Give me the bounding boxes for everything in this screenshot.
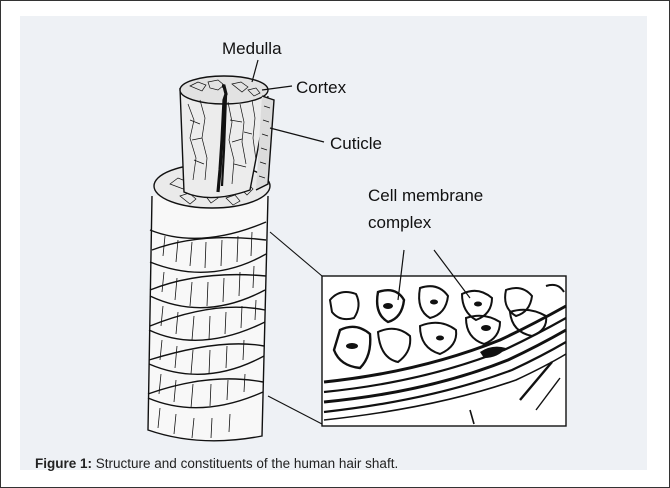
- label-cell-membrane-line1: Cell membrane: [368, 186, 483, 205]
- label-cell-membrane-line2: complex: [368, 213, 432, 232]
- caption-text: Structure and constituents of the human …: [92, 456, 398, 471]
- leader-lines: [252, 60, 470, 300]
- figure-caption: Figure 1: Structure and constituents of …: [35, 456, 398, 471]
- magnified-inset: [322, 276, 566, 426]
- hair-shaft-illustration: [148, 76, 274, 441]
- label-cuticle: Cuticle: [330, 134, 382, 153]
- caption-prefix: Figure 1:: [35, 456, 92, 471]
- label-medulla: Medulla: [222, 39, 282, 58]
- zoom-connector-lines: [268, 232, 322, 424]
- label-cortex: Cortex: [296, 78, 347, 97]
